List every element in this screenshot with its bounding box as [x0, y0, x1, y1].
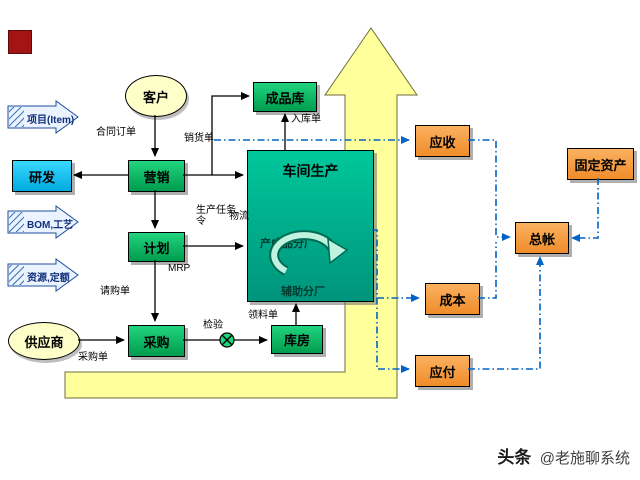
- label-stock-in: 入库单: [291, 114, 321, 125]
- label-material-issue: 领料单: [248, 310, 278, 321]
- label-logistics: 物流: [229, 211, 249, 222]
- node-marketing: 营销: [128, 160, 185, 192]
- label-contract-order: 合同订单: [96, 127, 136, 138]
- cycle-arrow-icon: [269, 230, 349, 276]
- node-purchasing: 采购: [128, 325, 185, 357]
- node-workshop: 车间生产 产成品分厂 辅助分厂: [247, 150, 374, 302]
- red-corner-box: [8, 30, 32, 54]
- watermark-brand: 头条: [497, 448, 532, 467]
- watermark-account: @老施聊系统: [539, 450, 630, 467]
- node-warehouse: 库房: [271, 325, 323, 354]
- node-finished-goods-store: 成品库: [253, 82, 317, 112]
- inspection-gate-icon: [219, 332, 235, 348]
- node-general-ledger: 总帐: [515, 222, 569, 254]
- input-label-resource: 资源,定额: [27, 273, 70, 284]
- label-sales-order: 销货单: [184, 133, 214, 144]
- watermark: 头条 @老施聊系统: [497, 443, 630, 468]
- node-fixed-assets: 固定资产: [567, 148, 634, 180]
- input-label-item: 项目(Item): [27, 115, 75, 126]
- label-mrp: MRP: [168, 263, 191, 274]
- node-planning: 计划: [128, 232, 185, 262]
- node-supplier: 供应商: [8, 322, 80, 360]
- label-purchase-requisition: 请购单: [100, 286, 130, 297]
- label-inspection: 检验: [203, 320, 223, 331]
- label-purchase-order: 采购单: [78, 352, 108, 363]
- input-label-bom: BOM,工艺: [27, 220, 74, 231]
- node-rnd: 研发: [12, 160, 72, 192]
- node-payables: 应付: [415, 355, 470, 387]
- node-receivables: 应收: [415, 125, 470, 157]
- node-customer: 客户: [125, 75, 187, 117]
- node-cost: 成本: [425, 283, 480, 315]
